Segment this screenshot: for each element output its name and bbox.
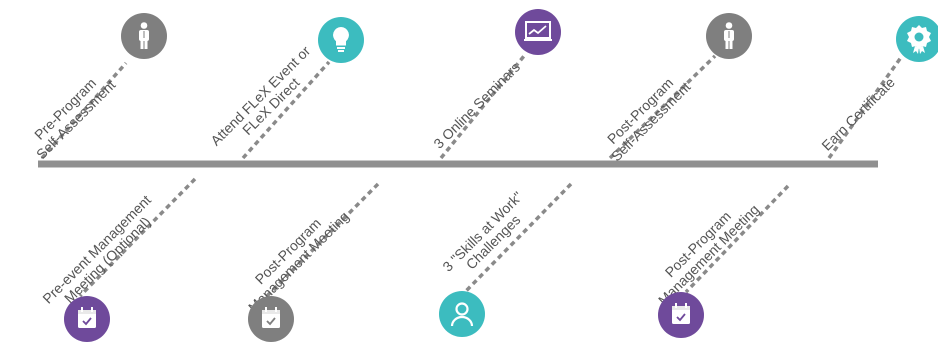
dashed-connector <box>608 54 717 160</box>
dashed-connector <box>827 54 904 160</box>
user-profile-icon <box>439 291 485 337</box>
calendar-check-icon <box>658 292 704 338</box>
dashed-connector <box>464 182 573 293</box>
person-icon <box>706 13 752 59</box>
presentation-chart-icon <box>515 9 561 55</box>
dashed-connector <box>40 61 128 160</box>
person-icon <box>121 13 167 59</box>
calendar-check-icon <box>248 296 294 342</box>
award-badge-icon <box>896 16 938 62</box>
dashed-connector <box>684 184 790 294</box>
dashed-connector <box>439 54 526 160</box>
dashed-connector <box>78 177 197 298</box>
dashed-connector <box>241 60 331 160</box>
calendar-check-icon <box>64 296 110 342</box>
lightbulb-icon <box>318 17 364 63</box>
